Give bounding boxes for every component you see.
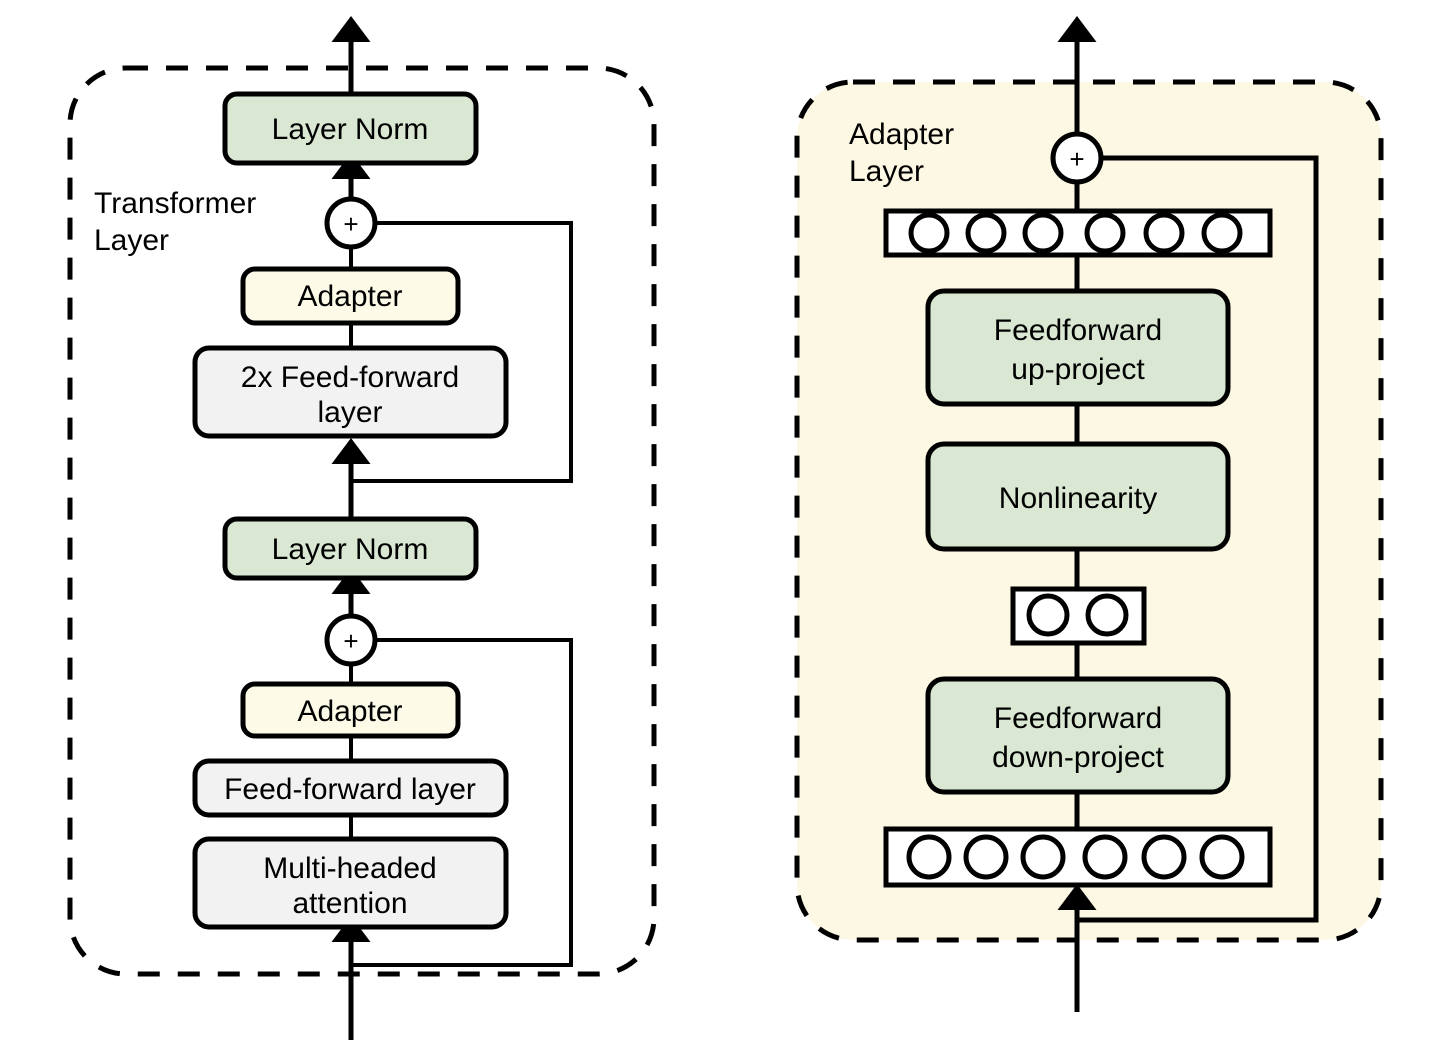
- feed-forward-2x-label-line2: layer: [317, 396, 382, 429]
- feedforward-up-project-label-line2: up-project: [1011, 353, 1145, 386]
- adapter-top-rect: [240, 266, 461, 326]
- block-feed-forward-layer[interactable]: Feed-forward layer: [192, 758, 509, 818]
- block-adapter-bottom[interactable]: Adapter: [240, 681, 461, 739]
- feedforward-down-project-label-line1: Feedforward: [994, 702, 1162, 735]
- feed-forward-2x-rect: [192, 345, 509, 439]
- add-node-bottom-circle: [324, 613, 378, 667]
- block-feedforward-down-project[interactable]: Feedforward down-project: [925, 676, 1231, 795]
- multi-headed-attention-label-line1: Multi-headed: [263, 852, 436, 885]
- neuron: [965, 212, 1007, 254]
- neuron: [1020, 834, 1066, 880]
- feed-forward-layer-rect: [192, 758, 509, 818]
- neuron: [1026, 593, 1070, 637]
- residual-skip-top: [351, 221, 573, 483]
- neuron: [908, 212, 950, 254]
- feed-forward-2x-label-line1: 2x Feed-forward: [241, 361, 459, 394]
- adapter-top-label: Adapter: [297, 280, 402, 313]
- feedforward-down-project-rect: [925, 676, 1231, 795]
- layer-norm-bottom-label: Layer Norm: [272, 533, 429, 566]
- add-node-bottom-symbol: +: [343, 626, 358, 656]
- adapter-layer-label-line1: Adapter: [849, 118, 954, 151]
- add-node-top-circle: [324, 196, 378, 250]
- residual-skip-right: [1077, 155, 1319, 923]
- nonlinearity-rect: [925, 441, 1231, 552]
- block-feed-forward-2x[interactable]: 2x Feed-forward layer: [192, 345, 509, 439]
- feedforward-up-project-rect: [925, 288, 1231, 407]
- neuron: [1143, 212, 1185, 254]
- residual-skip-bottom: [351, 638, 573, 967]
- block-multi-headed-attention[interactable]: Multi-headed attention: [192, 836, 509, 930]
- layer-norm-top-label: Layer Norm: [272, 113, 429, 146]
- transformer-layer-label-line1: Transformer: [94, 187, 256, 220]
- block-nonlinearity[interactable]: Nonlinearity: [925, 441, 1231, 552]
- nonlinearity-label: Nonlinearity: [999, 482, 1157, 515]
- feed-forward-layer-label: Feed-forward layer: [224, 773, 476, 806]
- adapter-bottom-rect: [240, 681, 461, 739]
- neuron-row-bottleneck[interactable]: [1010, 586, 1147, 646]
- neuron: [1082, 834, 1128, 880]
- neuron: [906, 834, 952, 880]
- add-node-top-symbol: +: [343, 209, 358, 239]
- multi-headed-attention-label-line2: attention: [292, 887, 407, 920]
- feedforward-up-project-label-line1: Feedforward: [994, 314, 1162, 347]
- add-node-right-circle: [1050, 131, 1104, 185]
- neuron: [1201, 212, 1243, 254]
- transformer-layer-panel: Transformer Layer Layer Norm: [67, 16, 657, 1040]
- neuron-row-bottom[interactable]: [883, 826, 1273, 888]
- adapter-layer-panel: Adapter Layer: [794, 16, 1384, 1012]
- block-layer-norm-bottom[interactable]: Layer Norm: [222, 516, 479, 581]
- layer-norm-top-rect: [222, 91, 479, 166]
- layer-norm-bottom-rect: [222, 516, 479, 581]
- neuron: [963, 834, 1009, 880]
- neuron: [1141, 834, 1187, 880]
- feedforward-down-project-label-line2: down-project: [992, 741, 1164, 774]
- neuron: [1199, 834, 1245, 880]
- adapter-layer-label-line2: Layer: [849, 155, 924, 188]
- neuron: [1022, 212, 1064, 254]
- multi-headed-attention-rect: [192, 836, 509, 930]
- neuron: [1085, 593, 1129, 637]
- add-node-right[interactable]: +: [1050, 131, 1104, 185]
- neuron: [1084, 212, 1126, 254]
- block-layer-norm-top[interactable]: Layer Norm: [222, 91, 479, 166]
- block-adapter-top[interactable]: Adapter: [240, 266, 461, 326]
- add-node-right-symbol: +: [1069, 144, 1084, 174]
- transformer-layer-label-line2: Layer: [94, 224, 169, 257]
- neuron-row-top[interactable]: [883, 208, 1273, 258]
- add-node-bottom[interactable]: +: [324, 613, 378, 667]
- adapter-bottom-label: Adapter: [297, 695, 402, 728]
- block-feedforward-up-project[interactable]: Feedforward up-project: [925, 288, 1231, 407]
- add-node-top[interactable]: +: [324, 196, 378, 250]
